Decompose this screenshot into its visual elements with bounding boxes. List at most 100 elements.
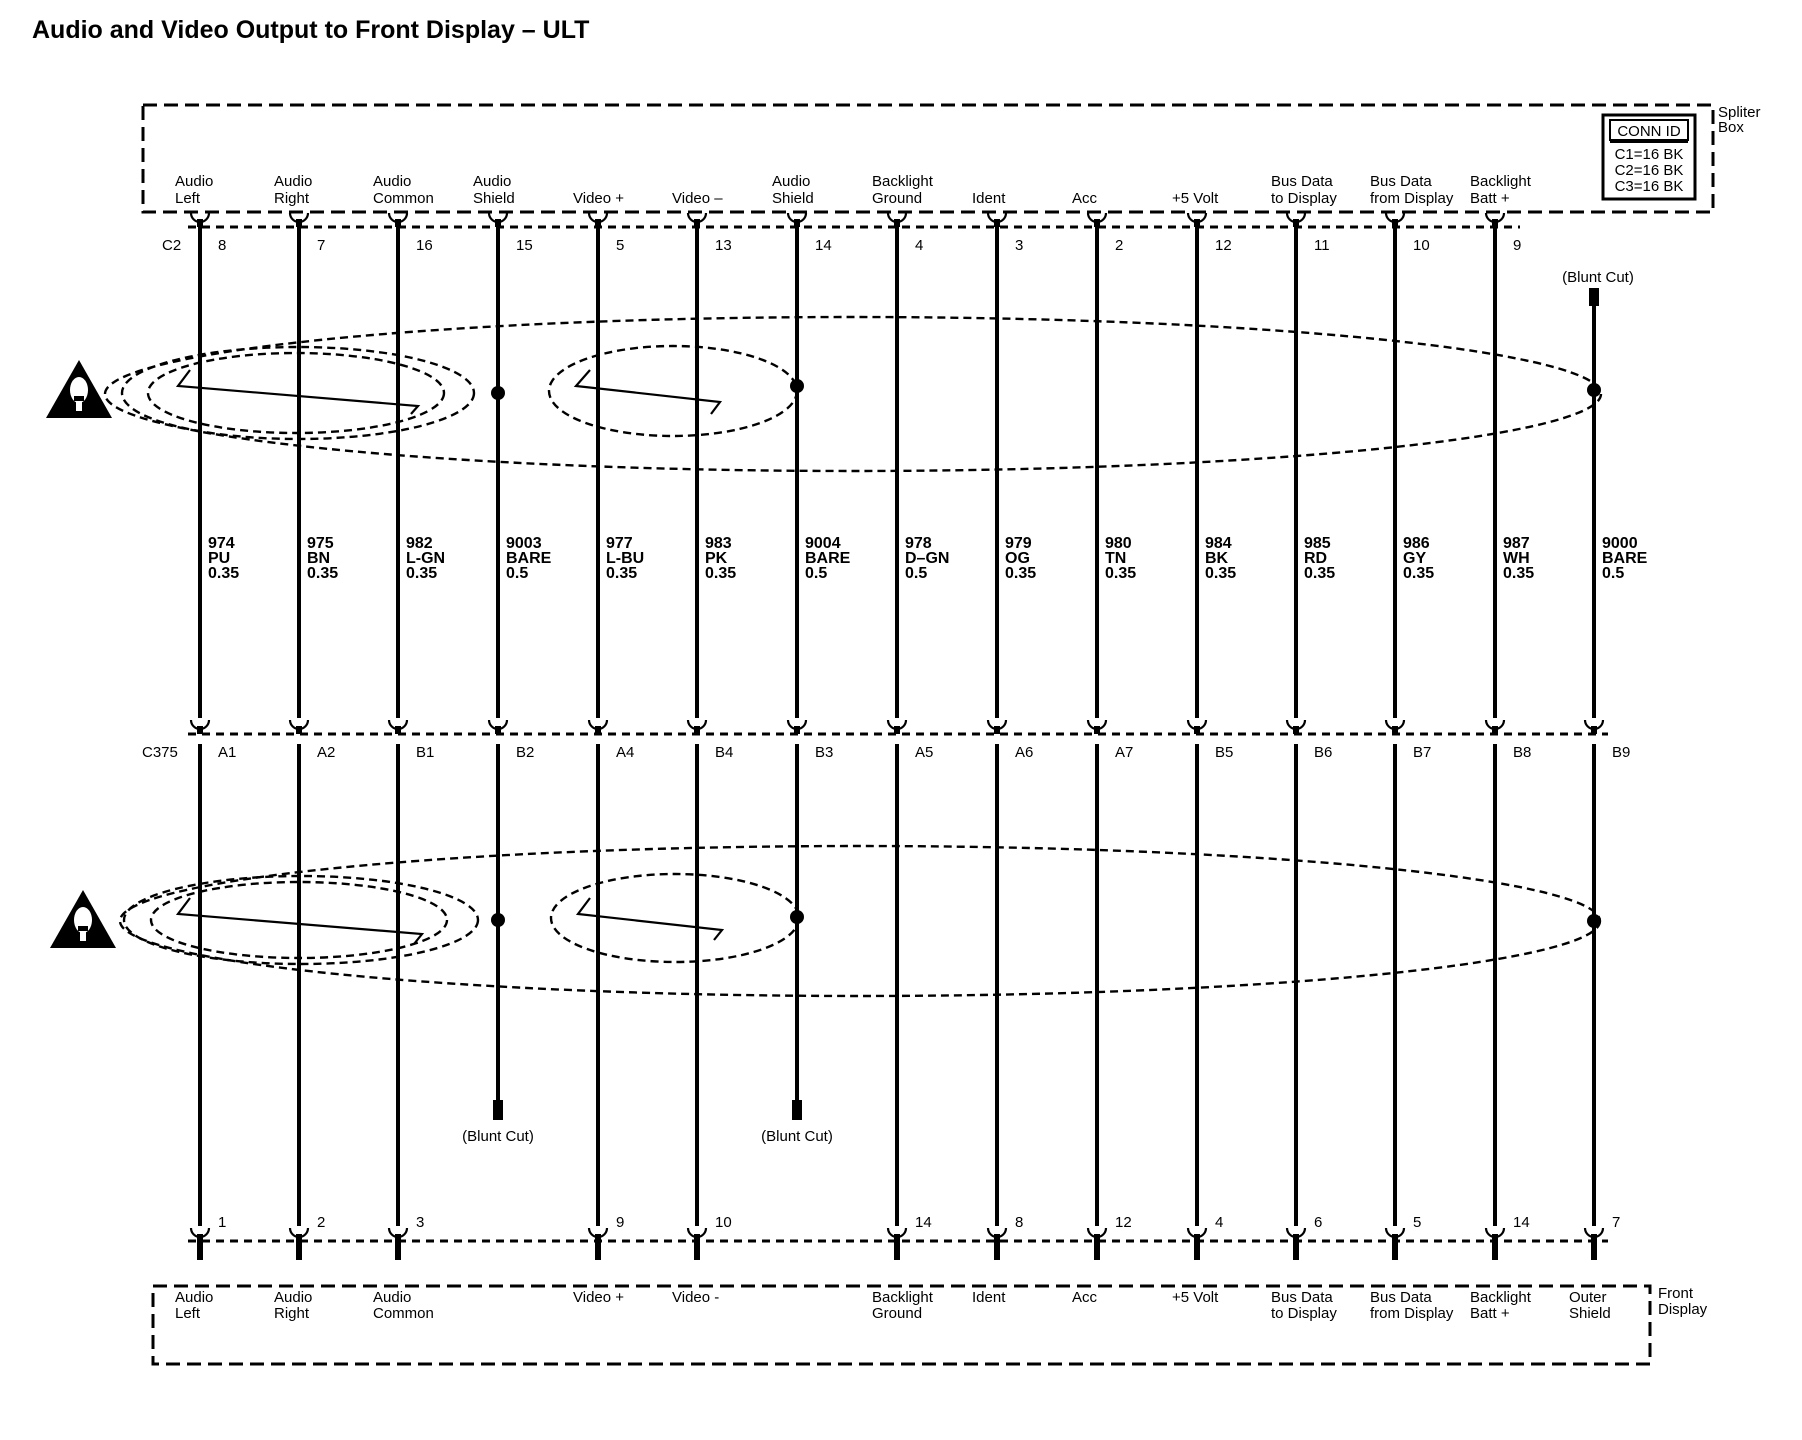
circuit-12-bottom-terminal-pin (1293, 1234, 1299, 1242)
circuit-7-top-label-1: Audio (772, 173, 810, 190)
circuit-6-bottom-lead (694, 1242, 700, 1260)
circuit-12-top-label-1: Bus Data (1271, 173, 1333, 190)
circuit-3-mid-pin: B1 (416, 744, 434, 761)
circuit-15-bottom-lead (1591, 1242, 1597, 1260)
circuit-3-top-terminal-pin (395, 219, 401, 227)
circuit-4-top-terminal-pin (495, 219, 501, 227)
circuit-7-top-label-2: Shield (772, 190, 814, 207)
circuit-3-wire-label-1: 982 (406, 535, 433, 552)
circuit-7-top-pin: 14 (815, 237, 832, 254)
circuit-11-top-terminal-pin (1194, 219, 1200, 227)
circuit-9-mid-pin: A6 (1015, 744, 1033, 761)
circuit-10-top-terminal-pin (1094, 219, 1100, 227)
circuit-5-top-terminal-pin (595, 219, 601, 227)
circuit-1-top-label-2: Left (175, 190, 201, 207)
circuits: AudioLeft8974PU0.35A11AudioLeftAudioRigh… (175, 173, 1648, 1322)
conn-id-table: CONN ID C1=16 BK C2=16 BK C3=16 BK (1601, 113, 1697, 201)
circuit-10-mid-terminal-pin (1094, 726, 1100, 734)
circuit-2-top-label-2: Right (274, 190, 310, 207)
circuit-3-wire-label-2: L-GN (406, 550, 445, 567)
circuit-14-top-terminal-pin (1492, 219, 1498, 227)
warning-icon (46, 360, 112, 418)
circuit-3-wire-label-3: 0.35 (406, 565, 437, 582)
circuit-15-shield-dot (1587, 383, 1601, 397)
circuit-14-wire-label-1: 987 (1503, 535, 1530, 552)
circuit-9-top-pin: 3 (1015, 237, 1023, 254)
circuit-3-bottom-lead (395, 1242, 401, 1260)
circuit-4-mid-terminal-pin (495, 726, 501, 734)
circuit-12-wire-label-3: 0.35 (1304, 565, 1335, 582)
circuit-3-top-label-2: Common (373, 190, 434, 207)
circuit-4-blunt-cut-label: (Blunt Cut) (462, 1128, 534, 1145)
circuit-10-wire-label-2: TN (1105, 550, 1126, 567)
circuit-7-mid-pin: B3 (815, 744, 833, 761)
circuit-13-top-terminal-pin (1392, 219, 1398, 227)
circuit-1-bottom-terminal-pin (197, 1234, 203, 1242)
circuit-15-mid-pin: B9 (1612, 744, 1630, 761)
lower-shield-group (118, 844, 1602, 998)
conn-id-row-1: C1=16 BK (1615, 146, 1684, 163)
circuit-9-mid-terminal-pin (994, 726, 1000, 734)
video-shield-ellipse (547, 344, 799, 438)
circuit-1-bottom-pin: 1 (218, 1214, 226, 1231)
circuit-8-top-pin: 4 (915, 237, 923, 254)
circuit-5-top-label-2: Video + (573, 190, 624, 207)
video-shield-ellipse (549, 872, 801, 964)
circuit-1-top-pin: 8 (218, 237, 226, 254)
circuit-7-wire-label-3: 0.5 (805, 565, 827, 582)
circuit-14-bottom-label-2: Batt + (1470, 1305, 1510, 1322)
circuit-12-top-pin: 11 (1314, 237, 1330, 254)
circuit-13-mid-pin: B7 (1413, 744, 1431, 761)
circuit-14-bottom-terminal-pin (1492, 1234, 1498, 1242)
circuit-15-bottom-terminal-pin (1591, 1234, 1597, 1242)
connector-c2-label: C2 (162, 237, 181, 254)
circuit-15-wire-label-3: 0.5 (1602, 565, 1624, 582)
circuit-1-wire-label-1: 974 (208, 535, 235, 552)
circuit-3-bottom-label-2: Common (373, 1305, 434, 1322)
circuit-12-wire-label-2: RD (1304, 550, 1327, 567)
circuit-10-bottom-pin: 12 (1115, 1214, 1132, 1231)
circuit-15-wire-label-2: BARE (1602, 550, 1648, 567)
circuit-2-top-pin: 7 (317, 237, 325, 254)
outer-shield-ellipse (118, 844, 1602, 998)
circuit-8-top-label-1: Backlight (872, 173, 934, 190)
front-display-label-1: Front (1658, 1285, 1694, 1302)
circuit-13-wire-label-3: 0.35 (1403, 565, 1434, 582)
circuit-3-top-label-1: Audio (373, 173, 411, 190)
circuit-11-wire-label-2: BK (1205, 550, 1229, 567)
circuit-4-shield-dot (491, 386, 505, 400)
circuit-1-mid-pin: A1 (218, 744, 236, 761)
circuit-8-bottom-lead (894, 1242, 900, 1260)
circuit-2-bottom-pin: 2 (317, 1214, 325, 1231)
circuit-12-wire-label-1: 985 (1304, 535, 1331, 552)
circuit-13-top-label-1: Bus Data (1370, 173, 1432, 190)
circuit-9-wire-label-1: 979 (1005, 535, 1032, 552)
circuit-12-bottom-label-1: Bus Data (1271, 1289, 1333, 1306)
connector-c375-label: C375 (142, 744, 178, 761)
circuit-14-top-label-1: Backlight (1470, 173, 1532, 190)
warning-icon (50, 890, 116, 948)
circuit-13-bottom-label-1: Bus Data (1370, 1289, 1432, 1306)
circuit-10-top-pin: 2 (1115, 237, 1123, 254)
circuit-7-wire-label-1: 9004 (805, 535, 841, 552)
circuit-10-wire-label-1: 980 (1105, 535, 1132, 552)
circuit-14-top-label-2: Batt + (1470, 190, 1510, 207)
outer-shield-ellipse (103, 315, 1603, 473)
circuit-9-wire-label-3: 0.35 (1005, 565, 1036, 582)
circuit-9-top-label-2: Ident (972, 190, 1006, 207)
circuit-5-bottom-label-1: Video + (573, 1289, 624, 1306)
circuit-2-mid-pin: A2 (317, 744, 335, 761)
circuit-12-bottom-pin: 6 (1314, 1214, 1322, 1231)
circuit-9-bottom-pin: 8 (1015, 1214, 1023, 1231)
circuit-8-top-terminal-pin (894, 219, 900, 227)
circuit-4-wire-label-3: 0.5 (506, 565, 528, 582)
circuit-1-wire-label-2: PU (208, 550, 230, 567)
circuit-1-bottom-label-1: Audio (175, 1289, 213, 1306)
circuit-11-bottom-lead (1194, 1242, 1200, 1260)
circuit-13-wire-label-1: 986 (1403, 535, 1430, 552)
circuit-12-mid-terminal-pin (1293, 726, 1299, 734)
video-twist (575, 897, 725, 941)
circuit-15-bottom-pin: 7 (1612, 1214, 1620, 1231)
circuit-14-wire-label-2: WH (1503, 550, 1530, 567)
